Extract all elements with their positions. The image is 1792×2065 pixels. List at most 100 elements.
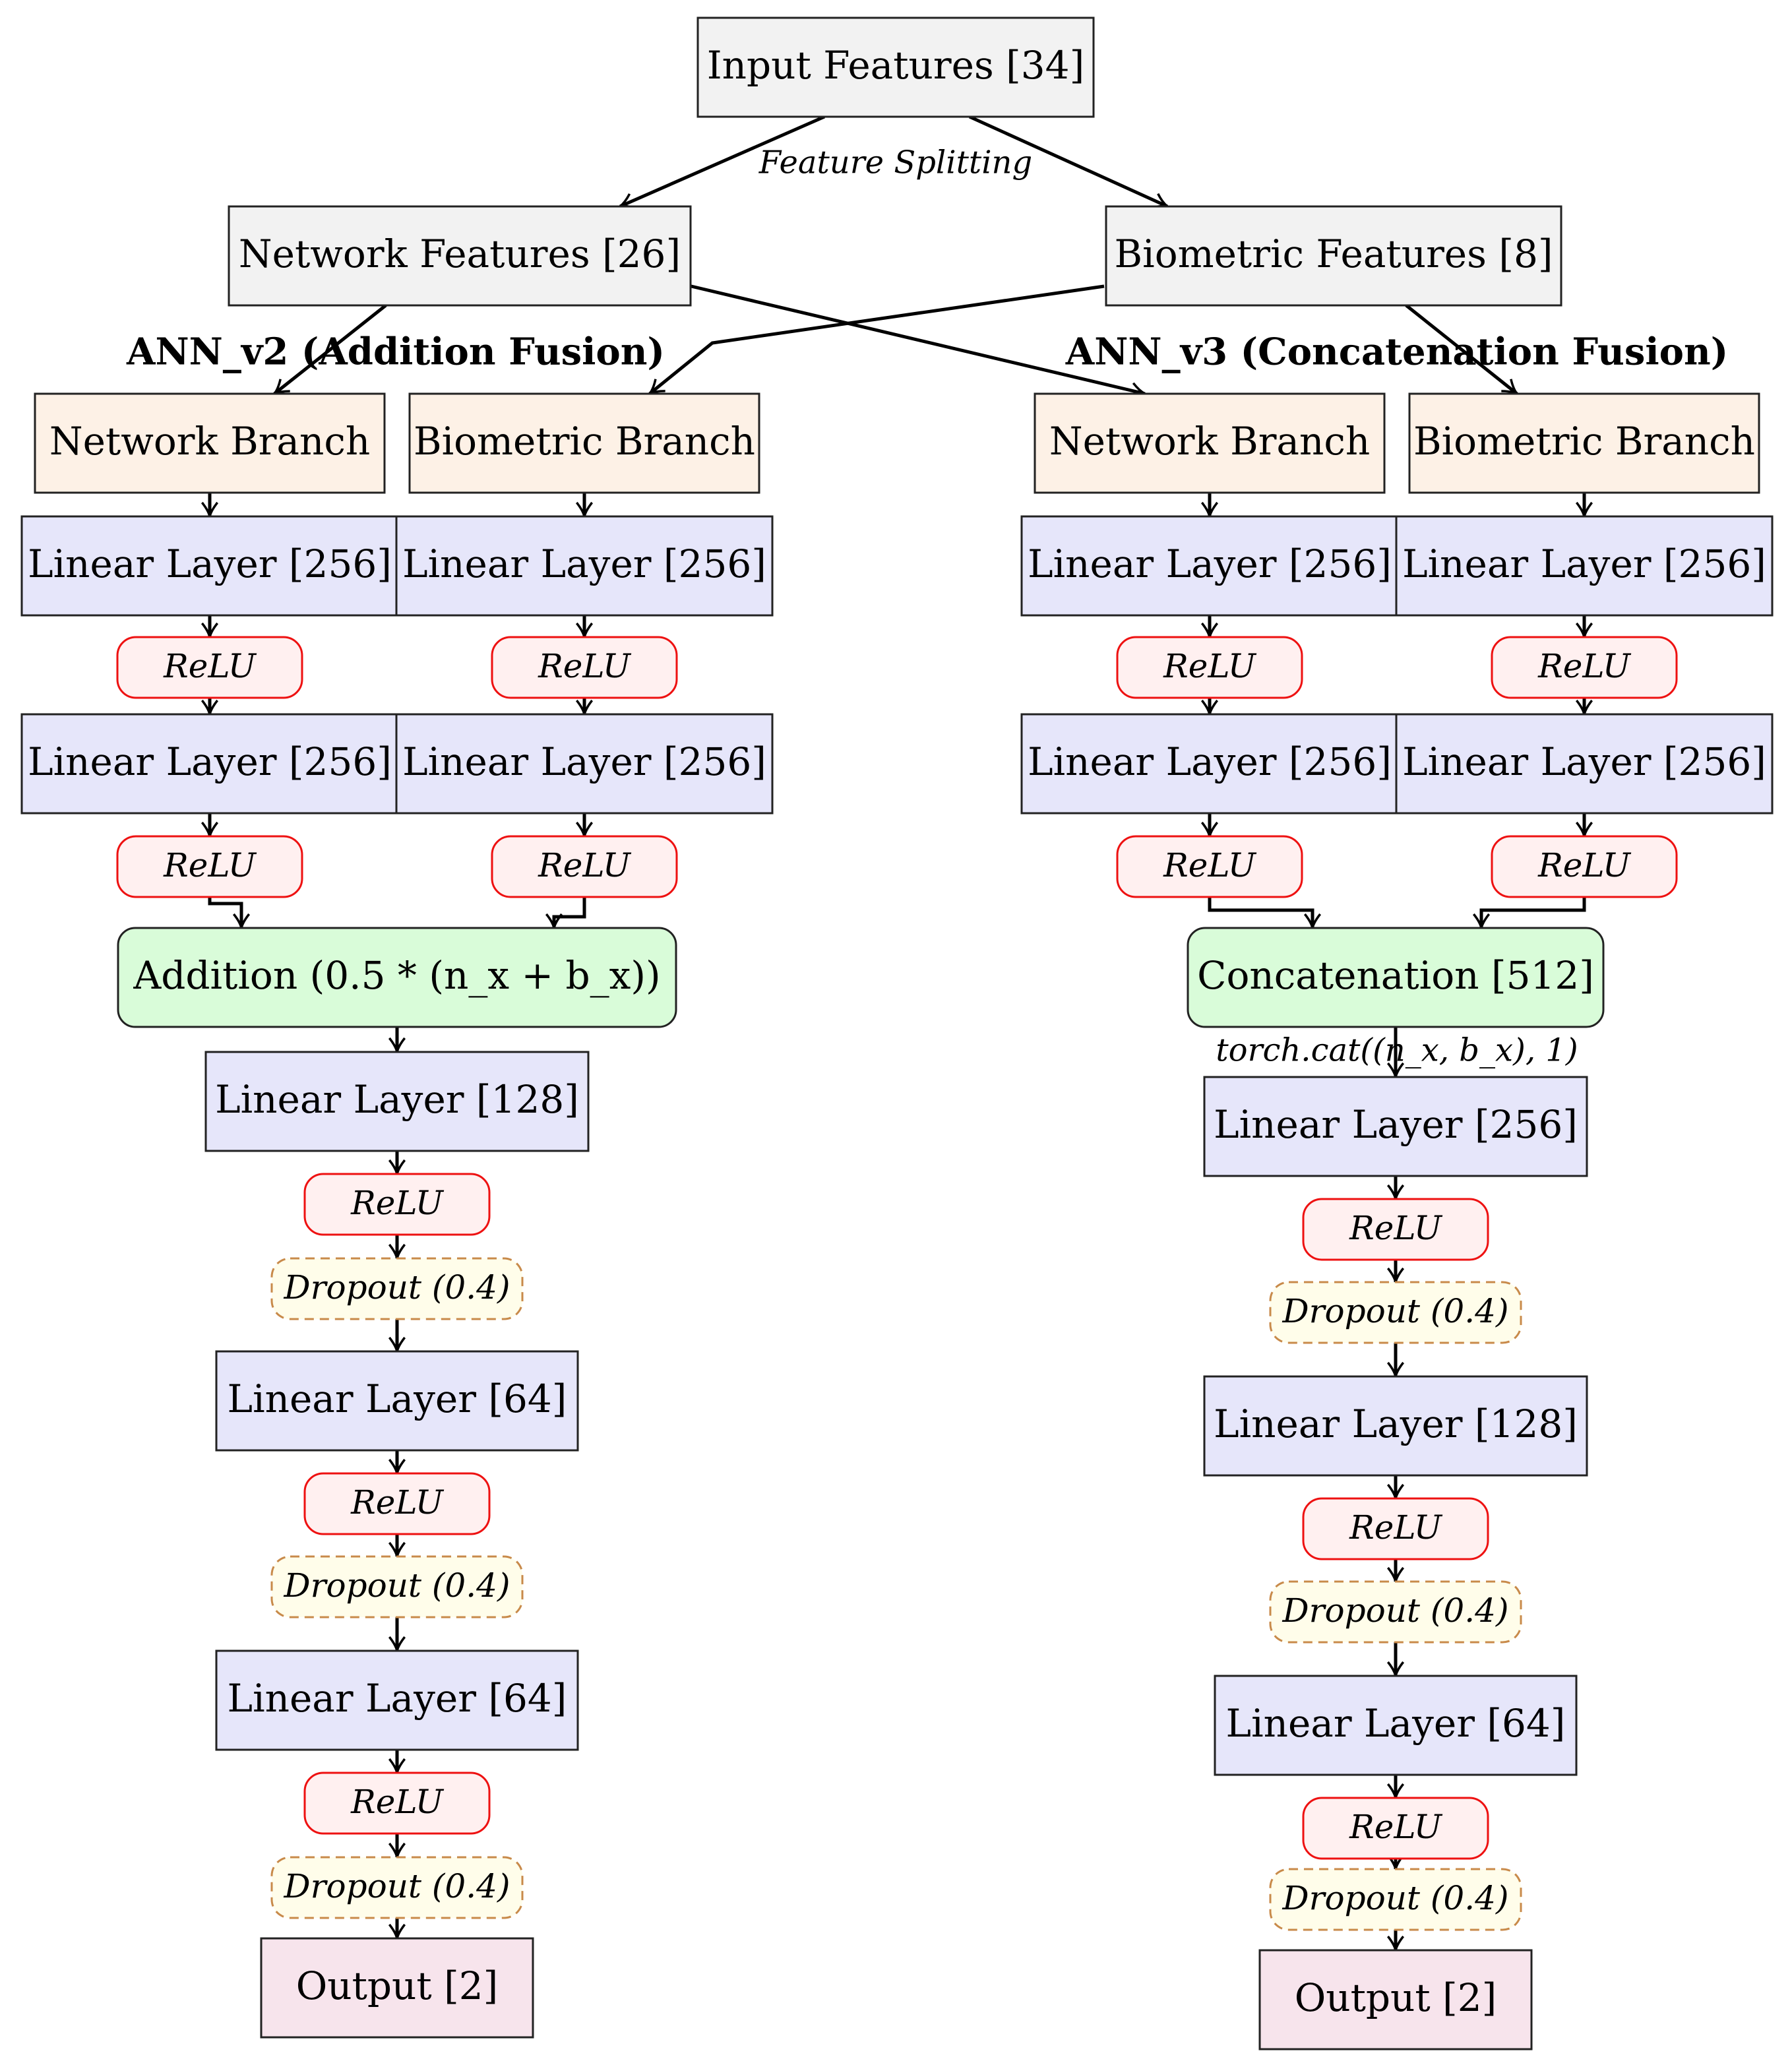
v3b-relu1-label: ReLU [1537,647,1632,685]
edge-v2n-add [208,897,251,929]
v3n-linear1-node: Linear Layer [256] [1020,515,1399,617]
v3-relu5-box [1302,1797,1489,1860]
v3n-branch-label: Network Branch [1049,419,1370,464]
network-features-label: Network Features [26] [239,231,681,276]
edge-nf-v2n [273,304,387,395]
edge-v3n-cat [1208,897,1322,929]
concat-note-label: torch.cat((n_x, b_x), 1) [1216,1032,1578,1069]
v3-output-box [1258,1949,1533,2050]
edge-bf-v2b [648,284,1105,395]
v3-concat-label: Concatenation [512] [1197,953,1594,998]
v3n-branch-node: Network Branch [1034,392,1386,494]
input-features-box [696,16,1095,118]
v3n-linear1-label: Linear Layer [256] [1028,541,1392,586]
v2b-relu1-node: ReLU [491,636,678,699]
v3-relu4-label: ReLU [1349,1508,1443,1547]
v3-dropout3-box [1269,1868,1522,1931]
feature-splitting-label: Feature Splitting [758,144,1032,181]
v2b-linear2-box [395,713,774,815]
v2-linear3-box [204,1051,590,1152]
v2-dropout1-box [270,1257,524,1320]
v3n-relu2-node: ReLU [1116,835,1303,898]
v2n-branch-node: Network Branch [34,392,386,494]
v3-output-node: Output [2] [1258,1949,1533,2050]
edge-bf-v3b [1405,304,1518,395]
v2b-relu2-label: ReLU [538,846,632,884]
v3-relu3-node: ReLU [1302,1198,1489,1261]
connector-layer [201,115,1593,1951]
v2-linear4-node: Linear Layer [64] [215,1350,579,1452]
v2-dropout2-label: Dropout (0.4) [284,1566,510,1605]
v2b-branch-node: Biometric Branch [408,392,760,494]
v2-dropout1-node: Dropout (0.4) [270,1257,524,1320]
v3-concat-node: Concatenation [512] [1187,927,1605,1028]
v2n-branch-label: Network Branch [49,419,370,464]
v3-dropout3-label: Dropout (0.4) [1282,1879,1509,1917]
v3-linear3-node: Linear Layer [256] [1203,1076,1588,1177]
v3-dropout2-box [1269,1580,1522,1644]
v3b-linear1-label: Linear Layer [256] [1402,541,1766,586]
biometric-features-box [1105,205,1562,307]
v3n-linear2-label: Linear Layer [256] [1028,739,1392,784]
v3-dropout2-label: Dropout (0.4) [1282,1591,1509,1630]
v3b-linear2-node: Linear Layer [256] [1395,713,1774,815]
edge-nf-v3n [691,284,1146,400]
v2n-relu2-box [116,835,303,898]
v2-output-box [260,1937,534,2039]
v2b-branch-box [408,392,760,494]
v2n-relu1-node: ReLU [116,636,303,699]
v2b-relu1-label: ReLU [538,647,632,685]
v2n-linear1-label: Linear Layer [256] [28,541,392,586]
v3b-relu1-box [1491,636,1678,699]
edge-v3b-cat [1472,897,1586,929]
v3-relu5-label: ReLU [1349,1808,1443,1846]
edge-v2b-add [545,897,586,929]
v2b-relu2-box [491,835,678,898]
v3-dropout1-node: Dropout (0.4) [1269,1281,1522,1344]
v3b-linear2-label: Linear Layer [256] [1402,739,1766,784]
v2-addition-box [117,927,677,1028]
v3-relu5-node: ReLU [1302,1797,1489,1860]
v2n-linear2-box [20,713,399,815]
v2n-relu1-box [116,636,303,699]
v3b-relu2-label: ReLU [1537,846,1632,884]
v2-addition-node: Addition (0.5 * (n_x + b_x)) [117,927,677,1028]
v2-dropout2-box [270,1555,524,1618]
edge-input-network [619,115,826,209]
v2-relu3-label: ReLU [350,1184,445,1222]
v3-linear4-box [1203,1375,1588,1477]
ann-v2-title: ANN_v2 (Addition Fusion) [126,330,665,374]
v2-relu3-node: ReLU [303,1173,491,1236]
v2-linear3-label: Linear Layer [128] [215,1077,579,1122]
v3n-relu1-node: ReLU [1116,636,1303,699]
node-layer: Input Features [34] Network Features [26]… [20,16,1774,2050]
v2b-linear2-label: Linear Layer [256] [402,739,766,784]
v2n-branch-box [34,392,386,494]
v3-linear3-box [1203,1076,1588,1177]
v2-relu4-node: ReLU [303,1472,491,1535]
v3-linear4-label: Linear Layer [128] [1214,1402,1578,1446]
v2-linear5-node: Linear Layer [64] [215,1649,579,1751]
v2n-relu1-label: ReLU [163,647,257,685]
v3n-relu1-box [1116,636,1303,699]
v2-addition-label: Addition (0.5 * (n_x + b_x)) [133,953,660,998]
v2-dropout3-label: Dropout (0.4) [284,1867,510,1905]
v2b-branch-label: Biometric Branch [414,419,755,464]
v2n-relu2-label: ReLU [163,846,257,884]
v3-dropout1-label: Dropout (0.4) [1282,1292,1509,1330]
v3-dropout2-node: Dropout (0.4) [1269,1580,1522,1644]
v2-dropout2-node: Dropout (0.4) [270,1555,524,1618]
v2n-linear2-label: Linear Layer [256] [28,739,392,784]
v3-linear3-label: Linear Layer [256] [1214,1102,1578,1147]
v2b-linear1-label: Linear Layer [256] [402,541,766,586]
v3n-relu2-label: ReLU [1163,846,1257,884]
v3b-linear1-node: Linear Layer [256] [1395,515,1774,617]
v3n-linear2-node: Linear Layer [256] [1020,713,1399,815]
v3n-branch-box [1034,392,1386,494]
v3-concat-box [1187,927,1605,1028]
v2b-linear1-node: Linear Layer [256] [395,515,774,617]
v2-output-label: Output [2] [296,1963,499,2008]
input-features-label: Input Features [34] [707,43,1084,88]
v3n-relu2-box [1116,835,1303,898]
